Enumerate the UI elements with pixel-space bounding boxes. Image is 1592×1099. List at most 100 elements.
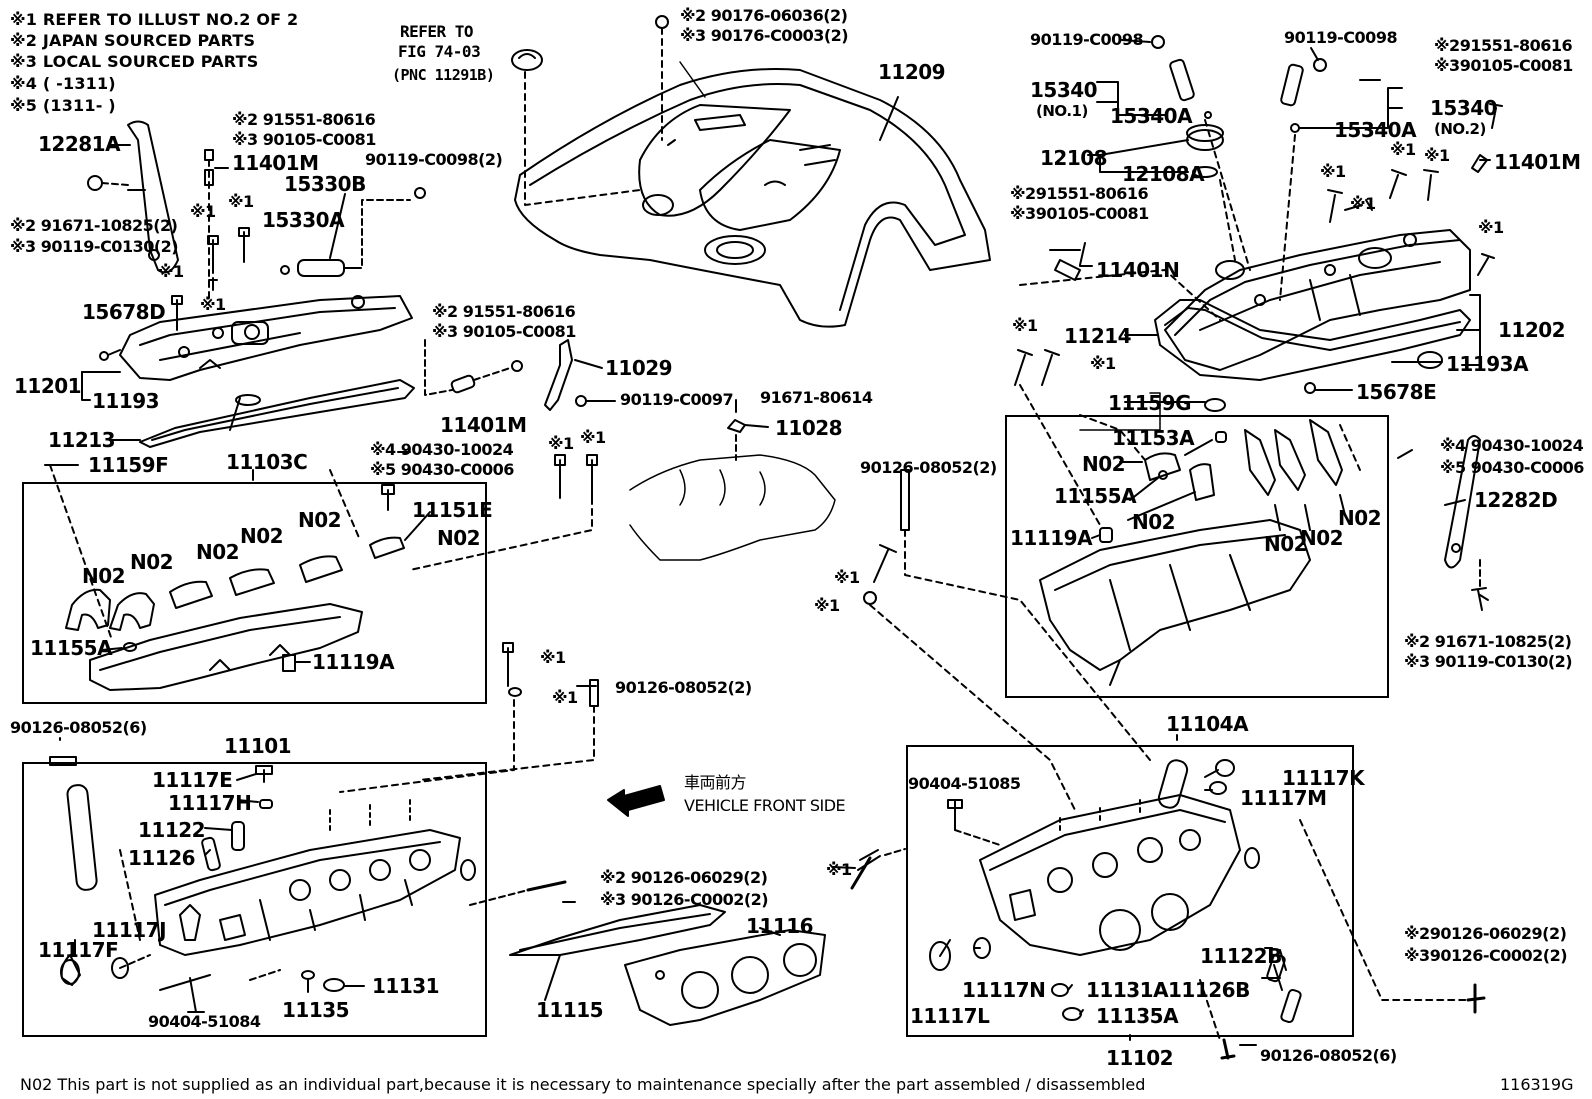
label-11151E: 11151E (412, 498, 493, 522)
x1-g: ※1 (540, 648, 566, 667)
label-11201: 11201 (14, 374, 82, 398)
x1-k: ※1 (826, 860, 852, 879)
note-5: ※5 (1311- ) (10, 96, 116, 115)
x1-o: ※1 (1350, 194, 1376, 213)
label-11101: 11101 (224, 734, 292, 758)
label-11117M: 11117M (1240, 786, 1327, 810)
label-11117L: 11117L (910, 1004, 990, 1028)
x1-m: ※1 (1424, 146, 1450, 165)
label-91551-2: ※2 91551-80616 (432, 302, 576, 321)
n02-h: N02 (1132, 510, 1176, 534)
label-11401M-1: 11401M (232, 151, 319, 175)
label-11119A-right: 11119A (1010, 526, 1093, 550)
label-11028: 11028 (775, 416, 843, 440)
label-11103C: 11103C (226, 450, 308, 474)
label-90126-2b: 90126-08052(2) (860, 458, 997, 477)
refer-line2: FIG 74-03 (398, 42, 481, 61)
label-11122: 11122 (138, 818, 206, 842)
label-91671-80614: 91671-80614 (760, 388, 873, 407)
label-11159F: 11159F (88, 453, 169, 477)
x1-i: ※1 (834, 568, 860, 587)
x1-l: ※1 (1390, 140, 1416, 159)
figure-code: 116319G (1500, 1075, 1574, 1094)
right-cam-cover-shape (1165, 230, 1470, 370)
label-11117K: 11117K (1282, 766, 1365, 790)
note-4: ※4 ( -1311) (10, 74, 116, 93)
label-11209: 11209 (878, 60, 946, 84)
label-11155A-right: 11155A (1054, 484, 1137, 508)
label-90119-2: ※3 90119-C0130(2) (10, 237, 179, 256)
label-90176-b: ※3 90176-C0003(2) (680, 26, 849, 45)
label-90404-51085: 90404-51085 (908, 774, 1021, 793)
label-90119-4: 90119-C0098 (1284, 28, 1398, 47)
x1-e: ※1 (548, 434, 574, 453)
n02-f: N02 (82, 564, 126, 588)
label-90176-a: ※2 90176-06036(2) (680, 6, 848, 25)
label-90105-1: ※3 90105-C0081 (232, 130, 376, 149)
label-90105-4: ※390105-C0081 (1010, 204, 1149, 223)
label-15340-no1: (NO.1) (1036, 102, 1088, 120)
label-11135A: 11135A (1096, 1004, 1179, 1028)
label-90119-C0097: 90119-C0097 (620, 390, 734, 409)
left-cam-caps (66, 538, 404, 630)
label-91551-1: ※2 91551-80616 (232, 110, 376, 129)
x1-j: ※1 (814, 596, 840, 615)
box-11104A (1005, 415, 1389, 698)
label-11117F: 11117F (38, 938, 119, 962)
note-3: ※3 LOCAL SOURCED PARTS (10, 52, 259, 71)
label-11126B: 11126B (1168, 978, 1250, 1002)
label-15340-1: 15340 (1030, 78, 1098, 102)
x1-d: ※1 (200, 295, 226, 314)
direction-en: VEHICLE FRONT SIDE (684, 796, 846, 815)
label-15678D: 15678D (82, 300, 166, 324)
label-11213: 11213 (48, 428, 116, 452)
label-90119-5: ※3 90119-C0130(2) (1404, 652, 1573, 671)
label-90430-d: ※5 90430-C0006 (1440, 458, 1584, 477)
label-11131: 11131 (372, 974, 440, 998)
label-90119-1: 90119-C0098(2) (365, 150, 503, 169)
label-90105-3: ※390105-C0081 (1434, 56, 1573, 75)
n02-c: N02 (240, 524, 284, 548)
box-11102 (906, 745, 1354, 1037)
right-cam-housing-shape (1040, 520, 1310, 685)
label-90119-3: 90119-C0098 (1030, 30, 1144, 49)
label-11202: 11202 (1498, 318, 1566, 342)
label-15340-2: 15340 (1430, 96, 1498, 120)
label-11117J: 11117J (92, 918, 167, 942)
n02-d: N02 (196, 540, 240, 564)
label-11153A: 11153A (1112, 426, 1195, 450)
label-90430-a: ※4 90430-10024 (370, 440, 514, 459)
n02-i: N02 (1264, 532, 1308, 556)
right-cylinder-head-shape (980, 795, 1259, 955)
direction-jp: 車両前方 (684, 773, 747, 792)
label-11117N: 11117N (962, 978, 1046, 1002)
label-11401M-2: 11401M (440, 413, 527, 437)
label-12108A: 12108A (1122, 162, 1205, 186)
label-91671-2: ※2 91671-10825(2) (1404, 632, 1572, 651)
right-cam-caps (1145, 420, 1342, 500)
note-1: ※1 REFER TO ILLUST NO.2 OF 2 (10, 10, 299, 29)
label-11117H: 11117H (168, 791, 252, 815)
n02-g: N02 (1082, 452, 1126, 476)
x1-f: ※1 (580, 428, 606, 447)
box-11101 (22, 762, 487, 1037)
footer-note: N02 This part is not supplied as an indi… (20, 1075, 1146, 1094)
n02-a: N02 (298, 508, 342, 532)
label-15330B: 15330B (284, 172, 366, 196)
label-15340A-1: 15340A (1110, 104, 1193, 128)
refer-line3: (PNC 11291B) (392, 66, 495, 84)
left-cylinder-head-shape (155, 800, 475, 955)
x1-h: ※1 (552, 688, 578, 707)
left-cam-cover-shape (120, 296, 412, 380)
x1-n: ※1 (1320, 162, 1346, 181)
label-90126-6b: 90126-08052(6) (1260, 1046, 1397, 1065)
label-11214: 11214 (1064, 324, 1132, 348)
label-90126-2a: 90126-08052(2) (615, 678, 752, 697)
label-11155A-left: 11155A (30, 636, 113, 660)
label-90126-06029-a: ※2 90126-06029(2) (600, 868, 768, 887)
label-11401N: 11401N (1096, 258, 1180, 282)
label-90430-b: ※5 90430-C0006 (370, 460, 514, 479)
refer-line1: REFER TO (400, 22, 474, 41)
box-11103C (22, 482, 487, 704)
